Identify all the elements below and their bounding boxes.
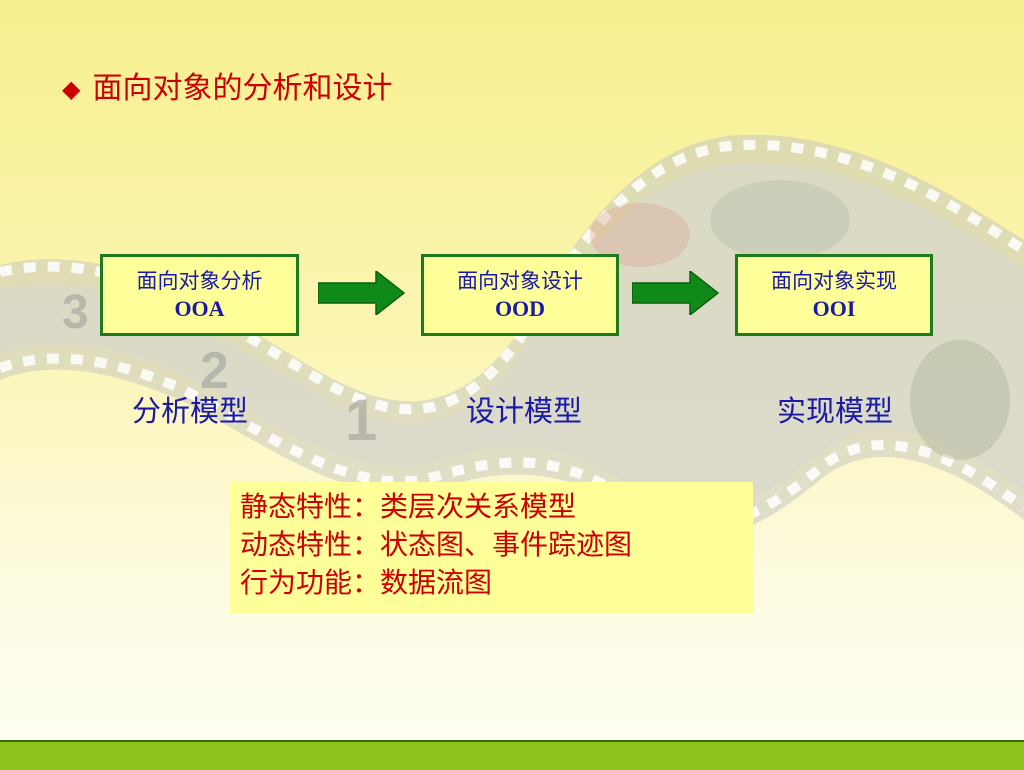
stage-name: 面向对象分析 bbox=[136, 269, 263, 293]
diamond-bullet-icon: ◆ bbox=[62, 75, 81, 103]
stage-name: 面向对象设计 bbox=[457, 269, 583, 293]
stage-abbr: OOD bbox=[494, 296, 546, 321]
stage-box-ooa: 面向对象分析 OOA bbox=[100, 254, 299, 336]
dynamic-property-line: 动态特性：状态图、事件踪迹图 bbox=[240, 528, 633, 561]
stage-box-ooi: 面向对象实现 OOI bbox=[735, 254, 933, 336]
footer-bar bbox=[0, 740, 1024, 770]
slide-title: ◆ 面向对象的分析和设计 bbox=[62, 70, 392, 108]
stage-abbr: OOA bbox=[174, 296, 225, 321]
behavior-property-line: 行为功能：数据流图 bbox=[240, 566, 493, 599]
implementation-model-label: 实现模型 bbox=[776, 394, 893, 428]
film-number-1: 1 bbox=[345, 388, 377, 453]
film-number-2: 2 bbox=[200, 342, 229, 400]
stage-box-ood: 面向对象设计 OOD bbox=[421, 254, 619, 336]
stage-name: 面向对象实现 bbox=[771, 269, 897, 293]
stage-abbr: OOI bbox=[812, 296, 856, 321]
design-model-label: 设计模型 bbox=[465, 394, 582, 428]
static-property-line: 静态特性：类层次关系模型 bbox=[240, 490, 577, 523]
film-number-3: 3 bbox=[62, 286, 89, 339]
right-arrow-icon bbox=[632, 271, 720, 315]
analysis-model-label: 分析模型 bbox=[131, 394, 248, 428]
slide-title-text: 面向对象的分析和设计 bbox=[92, 71, 393, 106]
model-properties-box: 静态特性：类层次关系模型 动态特性：状态图、事件踪迹图 行为功能：数据流图 bbox=[230, 482, 753, 613]
right-arrow-icon bbox=[318, 271, 406, 315]
